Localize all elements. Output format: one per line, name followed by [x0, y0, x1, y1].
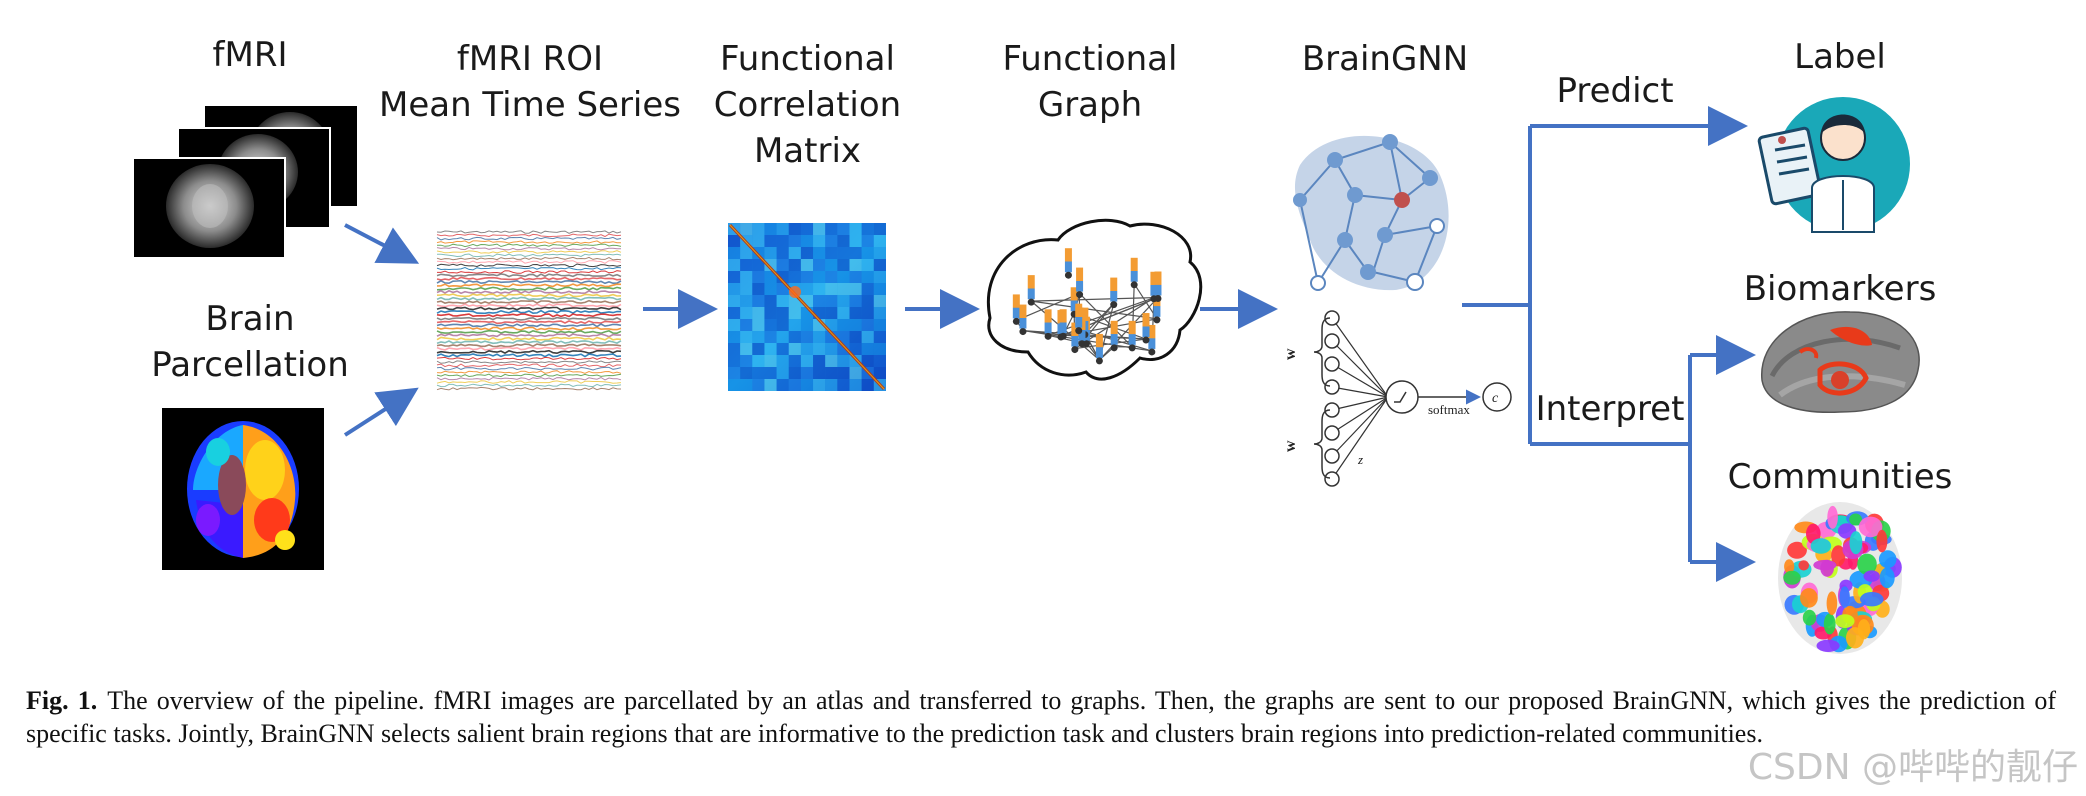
softmax-label: softmax	[1428, 402, 1470, 417]
arrow-fmri-to-timeseries	[344, 223, 420, 264]
figure-caption-text: The overview of the pipeline. fMRI image…	[26, 686, 2056, 748]
interpret-label: Interpret	[1535, 389, 1685, 429]
branch-connectors	[1462, 106, 1756, 582]
figure-number: Fig. 1.	[26, 686, 98, 715]
braingnn-label: BrainGNN	[1301, 39, 1469, 79]
brain-parcellation-image	[162, 408, 324, 570]
parcellation-label-1: Brain	[205, 299, 295, 339]
pipeline-diagram: w w z softmax c	[132, 97, 1920, 654]
graph-label-2: Graph	[1037, 85, 1143, 125]
weight-label-2: w	[1282, 440, 1299, 452]
watermark: CSDN @哔哔的靓仔	[1747, 747, 2078, 788]
graph-label-1: Functional	[1002, 39, 1178, 79]
label-output-title: Label	[1794, 37, 1886, 77]
roi-label-2: Mean Time Series	[378, 85, 681, 125]
communities-brain-image	[1778, 502, 1902, 654]
communities-output-title: Communities	[1727, 457, 1953, 497]
z-label: z	[1357, 452, 1363, 467]
roi-label-1: fMRI ROI	[456, 39, 604, 79]
parcellation-label-2: Parcellation	[151, 345, 349, 385]
fmri-slices-image	[132, 106, 357, 259]
correlation-matrix-image	[728, 223, 886, 391]
corr-label-1: Functional	[720, 39, 895, 79]
figure-caption: Fig. 1.The overview of the pipeline. fMR…	[26, 684, 2056, 750]
functional-graph-image	[986, 218, 1203, 381]
arrow-parcellation-to-timeseries	[343, 387, 419, 437]
doctor-avatar-image	[1757, 97, 1910, 233]
braingnn-graph-image	[1293, 134, 1449, 291]
fmri-label: fMRI	[212, 35, 288, 75]
roi-time-series-plot	[436, 230, 622, 391]
braingnn-network-image	[1313, 310, 1512, 487]
corr-label-2: Correlation	[713, 85, 902, 125]
corr-label-3: Matrix	[753, 131, 862, 171]
biomarkers-brain-image	[1761, 311, 1920, 414]
biomarkers-output-title: Biomarkers	[1743, 269, 1937, 309]
predict-label: Predict	[1556, 71, 1674, 111]
output-label: c	[1492, 391, 1499, 406]
weight-label-1: w	[1282, 348, 1299, 360]
